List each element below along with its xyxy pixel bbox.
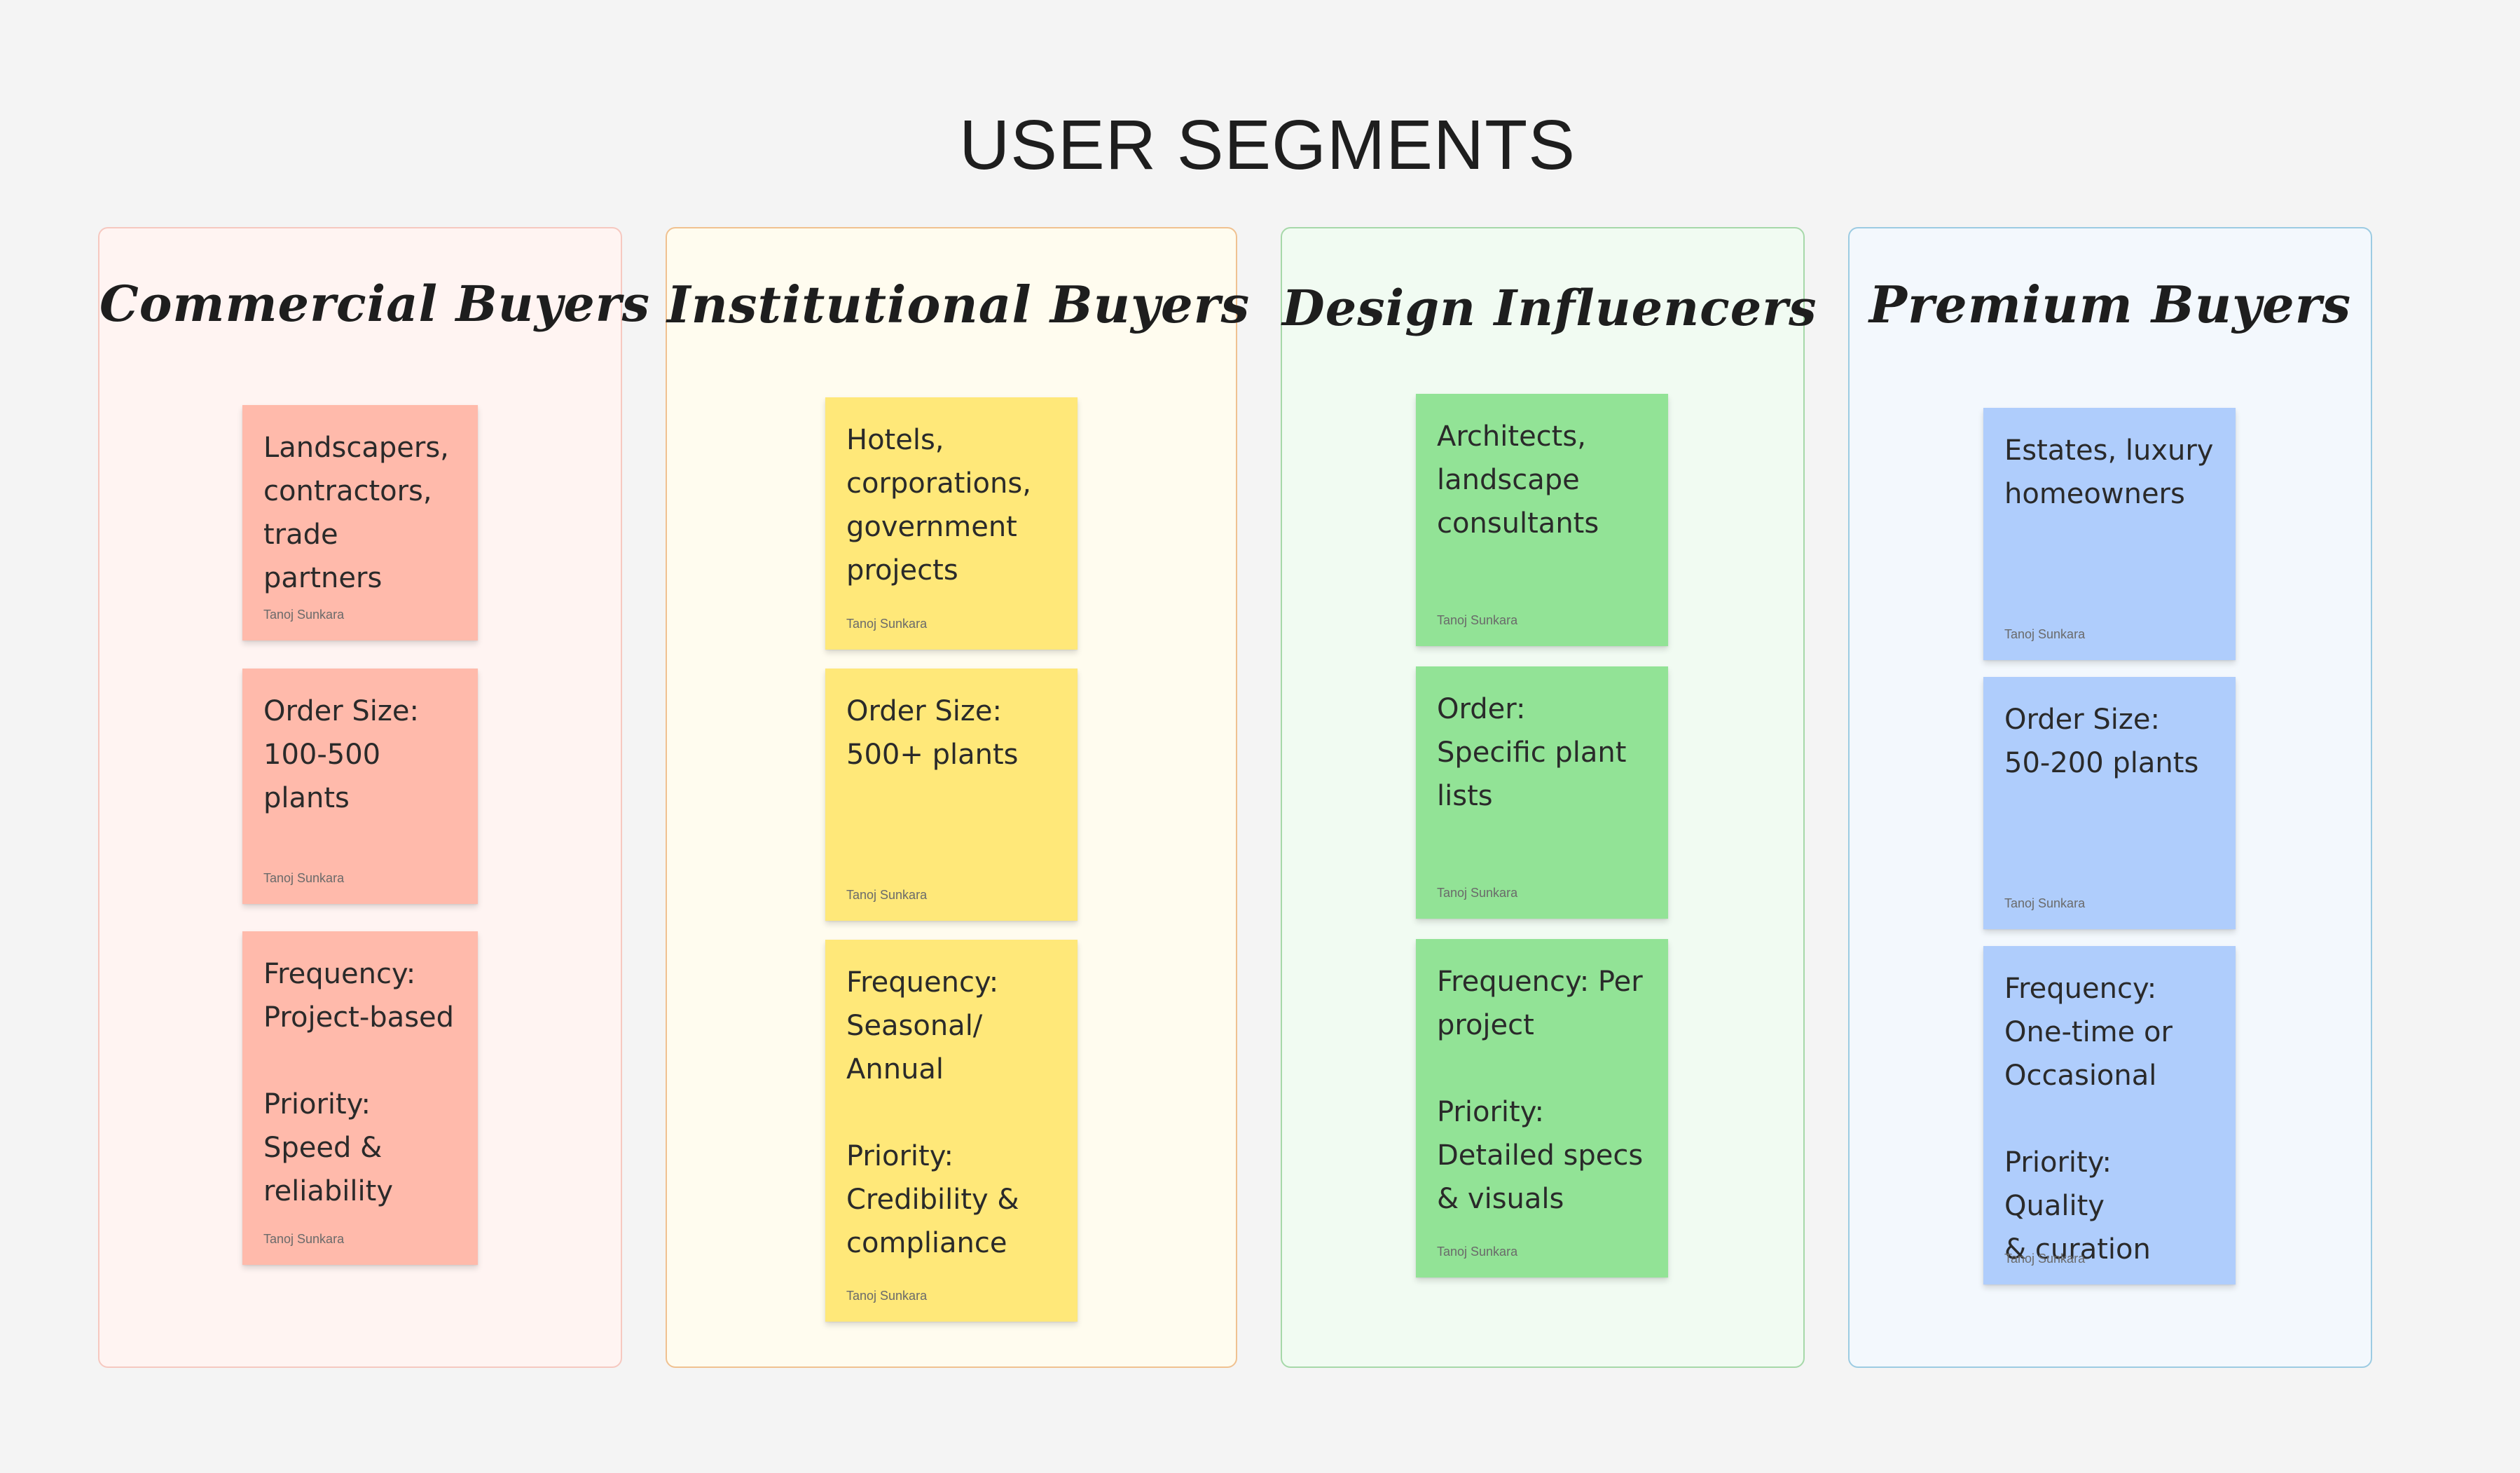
sticky-note-author: Tanoj Sunkara bbox=[2004, 1252, 2086, 1266]
sticky-note[interactable]: Frequency: Seasonal/ Annual Priority: Cr… bbox=[825, 940, 1077, 1322]
sticky-note[interactable]: Order: Specific plant lists Tanoj Sunkar… bbox=[1416, 666, 1668, 919]
section-heading[interactable]: Commercial Buyers bbox=[99, 275, 651, 333]
board-title[interactable]: USER SEGMENTS bbox=[959, 106, 1576, 184]
sticky-note-author: Tanoj Sunkara bbox=[846, 888, 928, 902]
sticky-note-text: Hotels, corporations, government project… bbox=[846, 424, 1031, 587]
sticky-note-text: Order Size: 500+ plants bbox=[846, 695, 1019, 771]
sticky-note-author: Tanoj Sunkara bbox=[263, 871, 345, 885]
sticky-note[interactable]: Order Size: 500+ plants Tanoj Sunkara bbox=[825, 669, 1077, 921]
sticky-note-text: Landscapers, contractors, trade partners bbox=[263, 432, 449, 594]
sticky-note-text: Frequency: One-time or Occasional Priori… bbox=[2004, 973, 2173, 1266]
sticky-note-text: Order Size: 50-200 plants bbox=[2004, 704, 2199, 779]
sticky-note[interactable]: Frequency: Project-based Priority: Speed… bbox=[242, 931, 478, 1265]
sticky-note[interactable]: Frequency: Per project Priority: Detaile… bbox=[1416, 939, 1668, 1277]
sticky-note[interactable]: Landscapers, contractors, trade partners… bbox=[242, 405, 478, 640]
sticky-note-author: Tanoj Sunkara bbox=[263, 1232, 345, 1246]
sticky-note-text: Estates, luxury homeowners bbox=[2004, 434, 2214, 510]
sticky-note-author: Tanoj Sunkara bbox=[263, 608, 345, 622]
sticky-note-author: Tanoj Sunkara bbox=[1437, 613, 1518, 627]
sticky-note[interactable]: Order Size: 100-500 plants Tanoj Sunkara bbox=[242, 669, 478, 904]
section-heading[interactable]: Institutional Buyers bbox=[667, 275, 1251, 334]
sticky-note-author: Tanoj Sunkara bbox=[846, 617, 928, 631]
sticky-note-author: Tanoj Sunkara bbox=[2004, 896, 2086, 910]
sticky-note-text: Order: Specific plant lists bbox=[1437, 693, 1627, 812]
sticky-note-text: Frequency: Seasonal/ Annual Priority: Cr… bbox=[846, 966, 1019, 1259]
section-heading[interactable]: Design Influencers bbox=[1282, 279, 1817, 337]
sticky-note-author: Tanoj Sunkara bbox=[1437, 886, 1518, 900]
sticky-note[interactable]: Estates, luxury homeowners Tanoj Sunkara bbox=[1983, 408, 2236, 660]
sticky-note-author: Tanoj Sunkara bbox=[2004, 627, 2086, 641]
sticky-note-author: Tanoj Sunkara bbox=[846, 1289, 928, 1303]
sticky-note-text: Architects, landscape consultants bbox=[1437, 420, 1599, 540]
sticky-note[interactable]: Hotels, corporations, government project… bbox=[825, 397, 1077, 650]
sticky-note[interactable]: Frequency: One-time or Occasional Priori… bbox=[1983, 946, 2236, 1284]
sticky-note-text: Frequency: Per project Priority: Detaile… bbox=[1437, 966, 1644, 1215]
sticky-note[interactable]: Order Size: 50-200 plants Tanoj Sunkara bbox=[1983, 677, 2236, 929]
section-heading[interactable]: Premium Buyers bbox=[1868, 275, 2352, 334]
sticky-note-text: Order Size: 100-500 plants bbox=[263, 695, 419, 814]
sticky-note-text: Frequency: Project-based Priority: Speed… bbox=[263, 958, 455, 1207]
sticky-note[interactable]: Architects, landscape consultants Tanoj … bbox=[1416, 394, 1668, 646]
sticky-note-author: Tanoj Sunkara bbox=[1437, 1245, 1518, 1259]
